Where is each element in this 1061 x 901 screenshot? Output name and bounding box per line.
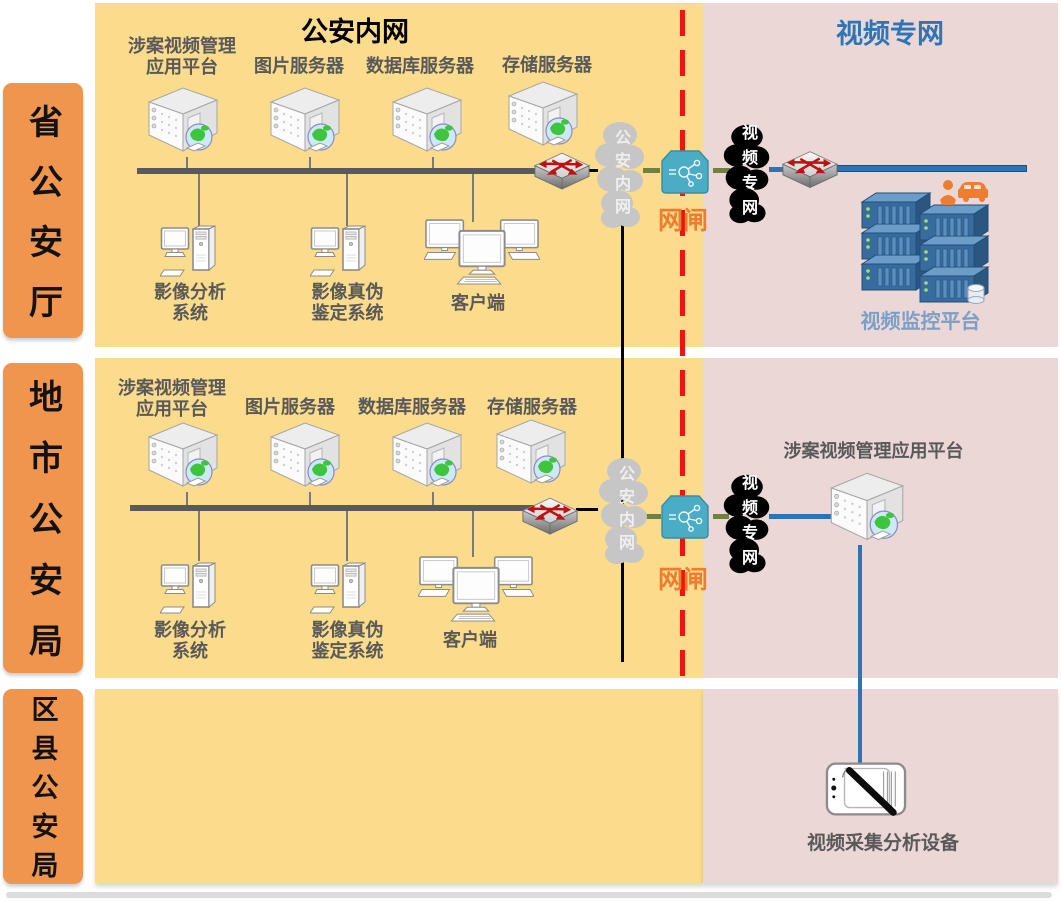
- tier-label-province-text: 省公安厅: [23, 103, 62, 344]
- city-server-label-1: 图片服务器: [245, 397, 335, 417]
- rack-server-icon: [264, 85, 344, 159]
- connector: [186, 492, 188, 506]
- rack-server-icon: [386, 85, 466, 159]
- platform-stack-icon: [856, 176, 990, 308]
- province-server-label-0: 涉案视频管理 应用平台: [128, 36, 236, 78]
- connector: [346, 174, 348, 226]
- workstation-icon: [310, 223, 374, 277]
- province-server-label-3: 存储服务器: [502, 55, 592, 75]
- clients-icon: [418, 556, 534, 627]
- link-switch-cloud: [588, 169, 598, 172]
- intranet-title: 公安内网: [301, 17, 409, 47]
- city-system-label-1: 影像真伪 鉴定系统: [311, 620, 384, 662]
- city-system-label-0: 影像分析 系统: [154, 620, 226, 662]
- rack-server-icon: [264, 420, 344, 494]
- workstation-icon: [160, 223, 224, 277]
- city-server-label-0: 涉案视频管理 应用平台: [118, 378, 226, 420]
- connector: [472, 174, 474, 222]
- connector: [346, 511, 348, 561]
- videonet-drop-line: [858, 545, 862, 766]
- tier-label-district: 区县公安局: [3, 689, 83, 890]
- intranet-bus-province: [137, 168, 548, 174]
- switch-icon: [781, 147, 839, 195]
- gateway-icon: [657, 148, 713, 196]
- connector: [198, 174, 200, 226]
- connector: [186, 157, 188, 169]
- figure-bottom-shadow: [6, 892, 1052, 898]
- tier-label-city-text: 地市公安局: [23, 379, 62, 684]
- clients-icon: [424, 219, 540, 290]
- city-intranet-cloud-label: 公安内网: [616, 465, 633, 557]
- connector: [432, 157, 434, 169]
- province-server-label-2: 数据库服务器: [366, 56, 474, 76]
- province-intranet-cloud-label: 公安内网: [612, 129, 629, 221]
- connector: [198, 511, 200, 561]
- link-cloud-switch: [769, 167, 784, 172]
- dashed-link: [713, 514, 729, 519]
- city-server-label-2: 数据库服务器: [358, 397, 466, 417]
- rack-server-icon: [490, 417, 570, 491]
- province-system-label-1: 影像真伪 鉴定系统: [311, 282, 384, 324]
- province-gateway-label: 网闸: [657, 207, 708, 235]
- city-server-label-3: 存储服务器: [487, 397, 577, 417]
- rack-server-icon: [142, 420, 222, 494]
- intranet-trunk-line: [621, 220, 624, 662]
- rack-server-icon: [824, 470, 908, 548]
- tier-label-province: 省公安厅: [3, 83, 83, 344]
- tier-label-district-text: 区县公安局: [27, 695, 58, 890]
- dashed-link: [713, 168, 730, 173]
- gateway-icon: [657, 493, 713, 541]
- district-device-label: 视频采集分析设备: [806, 833, 959, 854]
- city-system-label-2: 客户端: [443, 630, 497, 650]
- videonet-title: 视频专网: [836, 19, 944, 49]
- rack-server-icon: [142, 85, 222, 159]
- link-switch-cloud: [576, 508, 598, 511]
- connector: [472, 511, 474, 557]
- switch-icon: [533, 149, 591, 196]
- workstation-icon: [160, 560, 224, 614]
- province-system-label-2: 客户端: [451, 293, 505, 313]
- connector: [309, 492, 311, 506]
- city-app-platform-label: 涉案视频管理应用平台: [783, 441, 964, 461]
- link-cloud-server: [769, 514, 831, 519]
- province-server-label-1: 图片服务器: [254, 56, 344, 76]
- connector: [432, 492, 434, 506]
- capture-device-icon: [825, 759, 907, 819]
- city-videonet-cloud-label: 视频专网: [739, 474, 756, 574]
- zone-intranet-district: [95, 689, 703, 883]
- network-boundary-dashed-line: [680, 10, 685, 686]
- rack-server-icon: [502, 79, 582, 153]
- switch-icon: [521, 494, 579, 541]
- intranet-bus-city: [130, 505, 540, 511]
- workstation-icon: [310, 560, 374, 614]
- province-videonet-cloud-label: 视频专网: [739, 124, 756, 224]
- province-platform-label: 视频监控平台: [860, 311, 981, 333]
- dashed-link: [643, 168, 660, 173]
- dashed-link: [645, 514, 661, 519]
- videonet-backbone-line: [837, 165, 1027, 172]
- city-gateway-label: 网闸: [657, 566, 708, 594]
- connector: [309, 157, 311, 169]
- rack-server-icon: [386, 420, 466, 494]
- province-system-label-0: 影像分析 系统: [154, 282, 226, 324]
- tier-label-city: 地市公安局: [3, 363, 83, 684]
